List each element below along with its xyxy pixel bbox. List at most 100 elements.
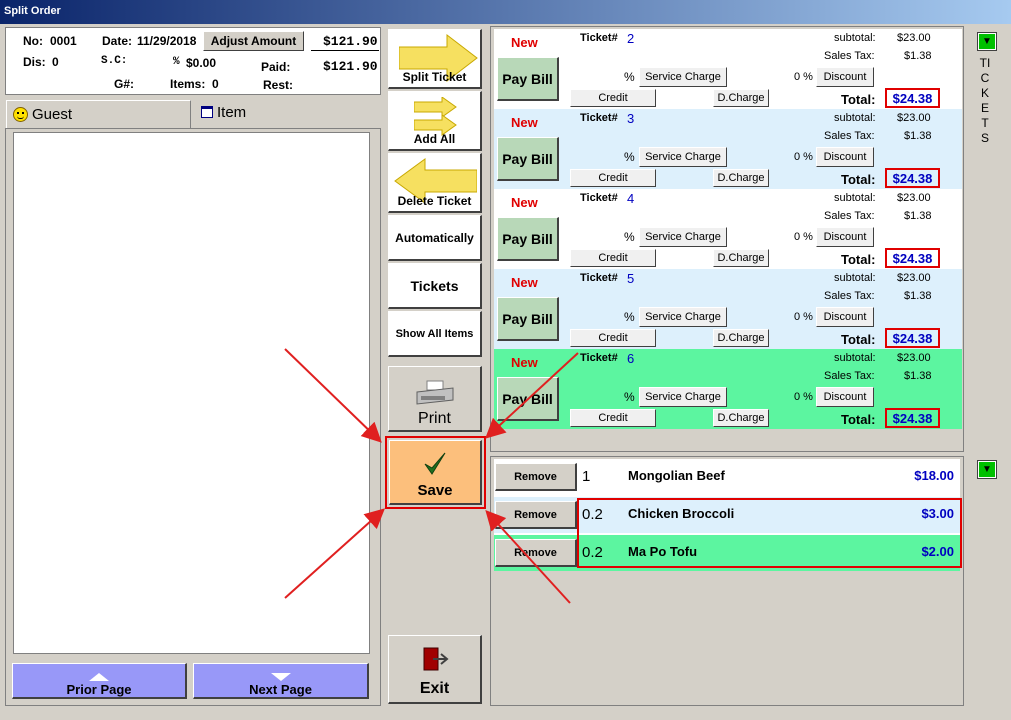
split-ticket-button[interactable]: Split Ticket (388, 29, 482, 89)
add-all-label: Add All (413, 132, 456, 146)
tab-guest-label: Guest (32, 106, 73, 123)
print-button[interactable]: Print (388, 366, 482, 432)
ticket-total-label: Total: (841, 332, 876, 347)
discount-button[interactable]: Discount (816, 227, 874, 247)
credit-button[interactable]: Credit (570, 409, 656, 427)
ticket-new-label: New (511, 355, 538, 370)
tickets-button[interactable]: Tickets (388, 263, 482, 309)
discount-button[interactable]: Discount (816, 147, 874, 167)
ticket-total-label: Total: (841, 252, 876, 267)
pay-bill-button[interactable]: Pay Bill (497, 137, 559, 181)
ticket-number: 4 (627, 191, 635, 206)
service-charge-button[interactable]: Service Charge (639, 227, 727, 247)
ticket-card: New Ticket# 2 subtotal: $23.00 Sales Tax… (494, 29, 962, 109)
delete-ticket-button[interactable]: Delete Ticket (388, 153, 482, 213)
dcharge-button[interactable]: D.Charge (713, 89, 769, 107)
credit-button[interactable]: Credit (570, 329, 656, 347)
item-price: $2.00 (921, 544, 954, 559)
adjust-amount-button[interactable]: Adjust Amount (203, 31, 304, 51)
order-dis-value: 0 (52, 55, 59, 69)
ticket-card: New Ticket# 5 subtotal: $23.00 Sales Tax… (494, 269, 962, 349)
add-all-button[interactable]: Add All (388, 91, 482, 151)
order-no-value: 0001 (50, 34, 77, 48)
discount-pct: 0 % (794, 311, 813, 323)
ticket-new-label: New (511, 195, 538, 210)
order-items-label: Items: (170, 77, 206, 91)
ticket-subtotal: $23.00 (897, 272, 931, 284)
tab-item[interactable]: Item (193, 100, 379, 128)
credit-button[interactable]: Credit (570, 89, 656, 107)
save-button-highlight (385, 436, 486, 509)
remove-item-button[interactable]: Remove (495, 501, 577, 529)
ticket-card: New Ticket# 6 subtotal: $23.00 Sales Tax… (494, 349, 962, 429)
exit-button[interactable]: Exit (388, 635, 482, 704)
ticket-tax-label: Sales Tax: (824, 50, 875, 62)
discount-button[interactable]: Discount (816, 307, 874, 327)
arrow-down-icon (270, 673, 291, 681)
save-button[interactable]: Save (389, 440, 482, 505)
automatically-button[interactable]: Automatically (388, 215, 482, 261)
next-page-button[interactable]: Next Page (193, 663, 369, 699)
items-highlight-box (577, 498, 962, 568)
credit-button[interactable]: Credit (570, 169, 656, 187)
prior-page-label: Prior Page (66, 682, 132, 697)
ticket-subtotal: $23.00 (897, 32, 931, 44)
ticket-subtotal: $23.00 (897, 352, 931, 364)
arrow-left-icon (394, 158, 477, 204)
service-charge-pct: % (624, 390, 635, 404)
order-paid-value: $121.90 (323, 59, 378, 74)
discount-pct: 0 % (794, 231, 813, 243)
scroll-down-tickets-icon[interactable]: ▼ (977, 32, 997, 51)
ticket-total-label: Total: (841, 92, 876, 107)
credit-button[interactable]: Credit (570, 249, 656, 267)
ticket-tax: $1.38 (904, 290, 932, 302)
service-charge-button[interactable]: Service Charge (639, 147, 727, 167)
dcharge-button[interactable]: D.Charge (713, 249, 769, 267)
ticket-tax: $1.38 (904, 370, 932, 382)
remove-item-button[interactable]: Remove (495, 463, 577, 491)
order-info-panel: No: 0001 Date: 11/29/2018 Adjust Amount … (5, 27, 381, 95)
ticket-subtotal: $23.00 (897, 192, 931, 204)
tab-guest[interactable]: Guest (6, 100, 191, 128)
exit-label: Exit (419, 680, 450, 697)
order-date-value: 11/29/2018 (137, 34, 197, 48)
ticket-subtotal-label: subtotal: (834, 352, 876, 364)
ticket-subtotal-label: subtotal: (834, 272, 876, 284)
item-name: Ma Po Tofu (628, 544, 698, 559)
service-charge-pct: % (624, 230, 635, 244)
discount-button[interactable]: Discount (816, 67, 874, 87)
ticket-tax-label: Sales Tax: (824, 290, 875, 302)
service-charge-button[interactable]: Service Charge (639, 307, 727, 327)
discount-button[interactable]: Discount (816, 387, 874, 407)
dcharge-button[interactable]: D.Charge (713, 169, 769, 187)
guest-list[interactable] (13, 132, 370, 654)
dcharge-button[interactable]: D.Charge (713, 409, 769, 427)
order-items-value: 0 (212, 77, 219, 91)
order-sc-pct: % (173, 56, 180, 68)
tab-item-label: Item (217, 104, 247, 121)
window-icon (201, 106, 213, 118)
ticket-tax: $1.38 (904, 50, 932, 62)
pay-bill-button[interactable]: Pay Bill (497, 57, 559, 101)
pay-bill-button[interactable]: Pay Bill (497, 217, 559, 261)
dcharge-button[interactable]: D.Charge (713, 329, 769, 347)
service-charge-button[interactable]: Service Charge (639, 387, 727, 407)
pay-bill-button[interactable]: Pay Bill (497, 297, 559, 341)
ticket-tax-label: Sales Tax: (824, 210, 875, 222)
order-date-label: Date: (102, 34, 133, 48)
prior-page-button[interactable]: Prior Page (12, 663, 187, 699)
ticket-total: $24.38 (885, 328, 940, 348)
scroll-down-items-icon[interactable]: ▼ (977, 460, 997, 479)
double-arrow-right-icon (414, 97, 457, 136)
exit-door-icon (423, 647, 449, 671)
item-qty: 1 (582, 468, 591, 485)
ticket-number-label: Ticket# (580, 112, 618, 124)
ticket-total: $24.38 (885, 408, 940, 428)
service-charge-button[interactable]: Service Charge (639, 67, 727, 87)
show-all-items-button[interactable]: Show All Items (388, 311, 482, 357)
ticket-subtotal-label: subtotal: (834, 32, 876, 44)
ticket-tax-label: Sales Tax: (824, 370, 875, 382)
item-price: $18.00 (914, 468, 954, 483)
ticket-total-label: Total: (841, 172, 876, 187)
